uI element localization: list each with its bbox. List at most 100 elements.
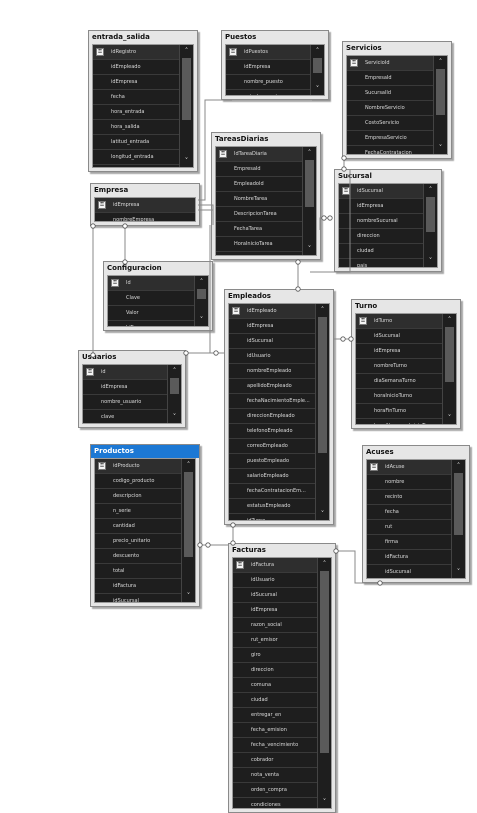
column-row[interactable]: idSucursal (95, 594, 181, 602)
scroll-up-icon[interactable]: ˄ (447, 316, 452, 324)
column-row[interactable]: pais (339, 259, 423, 267)
column-row[interactable]: FechaContratacion (347, 146, 433, 154)
column-row[interactable]: EmpleadoId (216, 177, 302, 192)
scroll-up-icon[interactable]: ˄ (322, 560, 327, 568)
column-row[interactable]: FechaTarea (216, 222, 302, 237)
scroll-down-icon[interactable]: ˅ (456, 568, 461, 576)
vertical-scrollbar[interactable]: ˄˅ (167, 365, 181, 423)
column-row[interactable]: nombreEmpresa (95, 213, 195, 221)
scroll-thumb[interactable] (313, 58, 322, 73)
column-row[interactable]: hora_salida (93, 120, 179, 135)
vertical-scrollbar[interactable]: ˄˅ (442, 314, 456, 424)
scroll-down-icon[interactable]: ˅ (322, 798, 327, 806)
column-row[interactable]: nombreSucursal (339, 214, 423, 229)
column-row[interactable]: SucursalId (347, 86, 433, 101)
column-row[interactable]: idEmpresa (339, 199, 423, 214)
column-row[interactable]: HoraInicioTarea (216, 237, 302, 252)
column-row[interactable]: EmpresaId (347, 71, 433, 86)
scroll-down-icon[interactable]: ˅ (172, 413, 177, 421)
scroll-down-icon[interactable]: ˅ (438, 144, 443, 152)
relationship-line[interactable] (310, 170, 351, 273)
column-row[interactable]: condiciones (233, 798, 317, 808)
column-row[interactable]: idSucursal (356, 329, 442, 344)
column-row[interactable]: idUsuario (233, 573, 317, 588)
scroll-down-icon[interactable]: ˅ (428, 257, 433, 265)
column-row[interactable]: correoEmpleado (229, 439, 315, 454)
scroll-up-icon[interactable]: ˄ (172, 367, 177, 375)
column-row[interactable]: ⚿idSucursal (339, 184, 423, 199)
column-row[interactable]: apellidoEmpleado (229, 379, 315, 394)
column-row[interactable]: codigo_producto (95, 474, 181, 489)
column-row[interactable]: Clave (108, 291, 194, 306)
column-row[interactable]: Valor (108, 306, 194, 321)
table-title[interactable]: Puestos (222, 31, 328, 44)
scroll-thumb[interactable] (436, 69, 445, 115)
column-row[interactable]: idSucursal (367, 565, 451, 578)
column-row[interactable]: ⚿idFactura (233, 558, 317, 573)
scroll-up-icon[interactable]: ˄ (438, 58, 443, 66)
column-row[interactable]: idEmpresa (356, 344, 442, 359)
vertical-scrollbar[interactable]: ˄˅ (310, 45, 324, 95)
column-row[interactable]: idEmpresa (83, 380, 167, 395)
column-row[interactable]: idFactura (95, 579, 181, 594)
column-row[interactable]: nombre_usuario (83, 395, 167, 410)
table-title[interactable]: Servicios (343, 42, 451, 55)
column-row[interactable]: ⚿Id (108, 276, 194, 291)
column-row[interactable]: telefonoEmpleado (229, 424, 315, 439)
relationship-line[interactable] (336, 550, 380, 584)
column-row[interactable]: idEmpresa (226, 60, 310, 75)
column-row[interactable]: idTurno (229, 514, 315, 520)
column-row[interactable]: EmpresaServicio (347, 131, 433, 146)
scroll-thumb[interactable] (197, 289, 206, 299)
column-row[interactable]: descripcion (95, 489, 181, 504)
column-row[interactable]: razon_social (233, 618, 317, 633)
table-title[interactable]: Acuses (363, 446, 469, 459)
column-row[interactable]: cobrador (233, 753, 317, 768)
scroll-up-icon[interactable]: ˄ (307, 149, 312, 157)
scroll-down-icon[interactable]: ˅ (307, 245, 312, 253)
table-title[interactable]: Empleados (225, 290, 333, 303)
column-row[interactable]: total (95, 564, 181, 579)
scroll-down-icon[interactable]: ˅ (320, 510, 325, 518)
column-row[interactable]: NombreServicio (347, 101, 433, 116)
column-row[interactable]: direccionEmpleado (229, 409, 315, 424)
table-title[interactable]: Facturas (229, 544, 335, 557)
scroll-down-icon[interactable]: ˅ (447, 414, 452, 422)
scroll-up-icon[interactable]: ˄ (184, 47, 189, 55)
column-row[interactable]: ⚿idTurno (356, 314, 442, 329)
column-row[interactable]: ⚿id (83, 365, 167, 380)
table-title[interactable]: entrada_salida (89, 31, 197, 44)
column-row[interactable]: idEmpresa (233, 603, 317, 618)
column-row[interactable]: CostoServicio (347, 116, 433, 131)
column-row[interactable]: idEmpresa (229, 319, 315, 334)
vertical-scrollbar[interactable]: ˄˅ (315, 304, 329, 520)
column-row[interactable]: nombreEmpleado (229, 364, 315, 379)
vertical-scrollbar[interactable]: ˄˅ (317, 558, 331, 808)
scroll-up-icon[interactable]: ˄ (428, 186, 433, 194)
column-row[interactable]: fechaNacimientoEmple... (229, 394, 315, 409)
column-row[interactable]: ⚿idPuestos (226, 45, 310, 60)
vertical-scrollbar[interactable]: ˄˅ (181, 459, 195, 602)
scroll-down-icon[interactable]: ˅ (184, 157, 189, 165)
column-row[interactable]: fecha (367, 505, 451, 520)
column-row[interactable]: rut (367, 520, 451, 535)
column-row[interactable]: ⚿IdTareaDiaria (216, 147, 302, 162)
column-row[interactable]: horaFinTurno (356, 404, 442, 419)
vertical-scrollbar[interactable]: ˄˅ (179, 45, 193, 167)
column-row[interactable]: ⚿idRegistro (93, 45, 179, 60)
relationship-line[interactable] (198, 204, 214, 225)
scroll-down-icon[interactable]: ˅ (199, 316, 204, 324)
column-row[interactable]: firma (367, 535, 451, 550)
column-row[interactable]: giro (233, 648, 317, 663)
column-row[interactable]: rut_emisor (233, 633, 317, 648)
scroll-up-icon[interactable]: ˄ (199, 278, 204, 286)
column-row[interactable]: puestoEmpleado (229, 454, 315, 469)
scroll-thumb[interactable] (182, 58, 191, 120)
column-row[interactable]: hora_entrada (93, 105, 179, 120)
column-row[interactable]: ⚿idAcuse (367, 460, 451, 475)
